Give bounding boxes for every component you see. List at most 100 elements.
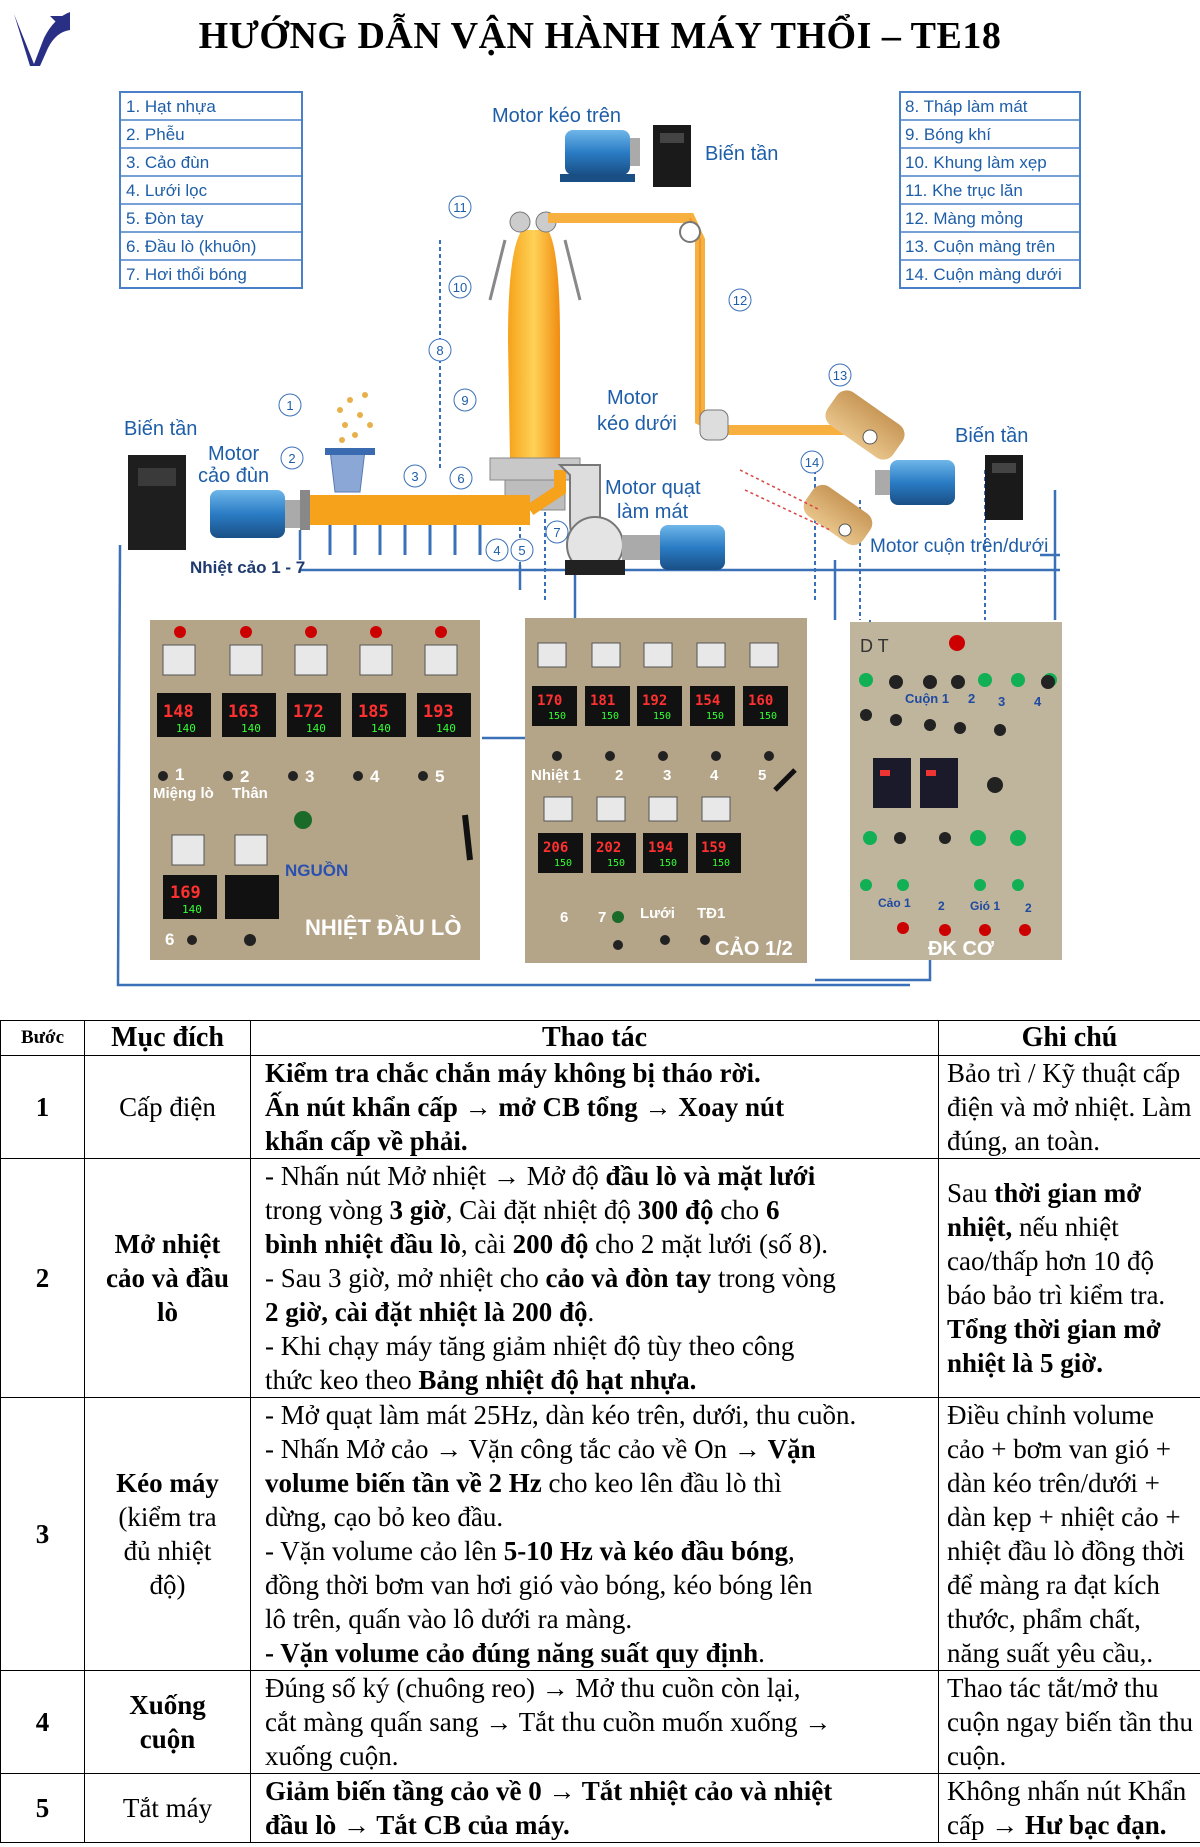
dt-label: D T: [860, 636, 889, 656]
text-segment: 200 độ: [512, 1229, 589, 1259]
roller-nip: [699, 409, 729, 441]
text-line: đồng thời bơm van hơi gió vào bóng, kéo …: [265, 1568, 932, 1602]
text-line: Bảo trì / Kỹ thuật cấp: [947, 1056, 1192, 1090]
step-number: 4: [0, 1670, 85, 1774]
panel2-setpoint: 150: [601, 711, 619, 722]
text-line: nhiệt, nếu nhiệt: [947, 1210, 1192, 1244]
panel2-reading: 154: [695, 693, 720, 709]
panel2-setpoint: 150: [607, 858, 625, 869]
than-label: Thân: [232, 785, 268, 802]
step-purpose: Tắt máy: [84, 1773, 251, 1843]
text-line: Giảm biến tầng cảo về 0 → Tắt nhiệt cảo …: [265, 1774, 932, 1808]
text-line: trong vòng 3 giờ, Cài đặt nhiệt độ 300 đ…: [265, 1193, 932, 1227]
text-segment: đầu lò → Tắt CB của máy.: [265, 1810, 570, 1840]
cuon-label: Cuộn 1: [905, 691, 949, 706]
cuon-label: 3: [998, 694, 1005, 709]
text-segment: cao/thấp hơn 10 độ: [947, 1246, 1154, 1276]
text-segment: thời gian mở: [994, 1178, 1142, 1208]
panel2-reading: 206: [543, 840, 568, 856]
purpose-line: cuộn: [139, 1724, 196, 1754]
inverter-right: [985, 455, 1023, 520]
legend-right-item: 9. Bóng khí: [905, 125, 991, 144]
extruder: [300, 392, 566, 555]
panel2-reading: 194: [648, 840, 673, 856]
text-segment: để màng ra đạt kích: [947, 1570, 1160, 1600]
panel2-label: 5: [758, 767, 766, 784]
text-line: Đúng số ký (chuông reo) → Mở thu cuồn cò…: [265, 1671, 932, 1705]
panel1-zone-label: 4: [370, 767, 380, 786]
purpose-line: độ): [149, 1570, 186, 1600]
text-line: nhiệt là 5 giờ.: [947, 1346, 1192, 1380]
inverter-top: [653, 125, 691, 187]
text-line: - Nhấn nút Mở nhiệt → Mở độ đầu lò và mặ…: [265, 1159, 932, 1193]
company-logo: [14, 12, 70, 66]
text-segment: đồng thời bơm van hơi gió vào bóng, kéo …: [265, 1570, 813, 1600]
legend-right-item: 11. Khe trục lăn: [905, 181, 1023, 200]
panel2-setpoint: 150: [712, 858, 730, 869]
text-segment: , cài: [460, 1229, 513, 1259]
text-segment: Tổng thời gian mở: [947, 1314, 1161, 1344]
text-line: khẩn cấp về phải.: [265, 1124, 932, 1158]
purpose-line: Cấp điện: [119, 1092, 216, 1122]
bien-tan-right-label: Biến tần: [955, 425, 1028, 447]
panel2-setpoint: 150: [659, 858, 677, 869]
text-segment: Điều chỉnh volume: [947, 1400, 1154, 1430]
text-line: Thao tác tắt/mở thu: [947, 1671, 1192, 1705]
text-segment: - Nhấn Mở cảo → Vặn công tắc cảo về On →: [265, 1434, 768, 1464]
panel2-reading: 159: [701, 840, 726, 856]
callout-4: 4: [493, 543, 500, 558]
text-line: nhiệt đầu lò đồng thời: [947, 1534, 1192, 1568]
text-line: dàn kẹp + nhiệt cảo +: [947, 1500, 1192, 1534]
callout-13: 13: [833, 368, 847, 383]
step-number: 2: [0, 1158, 85, 1398]
text-segment: đầu lò và mặt lưới: [605, 1161, 816, 1191]
header-thao-tac: Thao tác: [250, 1020, 939, 1056]
callout-14: 14: [805, 455, 819, 470]
text-line: cuộn.: [947, 1739, 1192, 1773]
panel1-reading: 185: [358, 702, 389, 722]
text-line: cao/thấp hơn 10 độ: [947, 1244, 1192, 1278]
bien-tan-top-label: Biến tần: [705, 143, 778, 165]
panel1-zone-label: 5: [435, 767, 444, 786]
table-header-row: Bước Mục đích Thao tác Ghi chú: [0, 1020, 1200, 1056]
callout-10: 10: [453, 280, 467, 295]
text-segment: Không nhấn nút Khẩn: [947, 1776, 1187, 1806]
text-segment: - Sau 3 giờ, mở nhiệt cho: [265, 1263, 546, 1293]
step-number: 5: [0, 1773, 85, 1843]
text-segment: 5-10 Hz và kéo đầu bóng: [503, 1536, 788, 1566]
panel1-setpoint: 140: [176, 722, 196, 735]
cao-label: Gió 1: [970, 899, 1000, 913]
nhiet-cao-label: Nhiệt cảo 1 - 7: [190, 558, 305, 577]
callout-2: 2: [288, 451, 295, 466]
panel1-name: NHIỆT ĐẦU LÒ: [305, 915, 461, 940]
text-segment: điện và mở nhiệt. Làm: [947, 1092, 1192, 1122]
text-segment: .: [758, 1638, 765, 1668]
step-action: - Mở quạt làm mát 25Hz, dàn kéo trên, dư…: [250, 1397, 939, 1671]
text-segment: trong vòng: [711, 1263, 836, 1293]
purpose-line: Mở nhiệt: [114, 1229, 221, 1259]
text-segment: volume biến tần về 2 Hz: [265, 1468, 542, 1498]
text-segment: Thao tác tắt/mở thu: [947, 1673, 1159, 1703]
text-line: Sau thời gian mở: [947, 1176, 1192, 1210]
text-line: 2 giờ, cài đặt nhiệt là 200 độ.: [265, 1295, 932, 1329]
motor-quat: [622, 525, 725, 570]
cao-label: 2: [938, 899, 945, 913]
text-segment: - Mở quạt làm mát 25Hz, dàn kéo trên, dư…: [265, 1400, 857, 1430]
text-segment: đúng, an toàn.: [947, 1126, 1100, 1156]
panel-nhiet-dau-lo: 148 163 172 185 193 140 140 140 140 140 …: [150, 620, 480, 960]
header-buoc: Bước: [0, 1020, 85, 1056]
purpose-line: Xuống: [129, 1690, 206, 1720]
panel2-reading: 192: [642, 693, 667, 709]
callout-6: 6: [457, 471, 464, 486]
text-segment: Ấn nút khẩn cấp → mở CB tổng → Xoay nút: [265, 1092, 785, 1122]
text-segment: cho 2 mặt lưới (số 8).: [588, 1229, 828, 1259]
step-action: - Nhấn nút Mở nhiệt → Mở độ đầu lò và mặ…: [250, 1158, 939, 1398]
purpose-line: (kiểm tra: [118, 1502, 217, 1532]
inverter-left: [128, 455, 186, 550]
text-line: - Mở quạt làm mát 25Hz, dàn kéo trên, dư…: [265, 1398, 932, 1432]
